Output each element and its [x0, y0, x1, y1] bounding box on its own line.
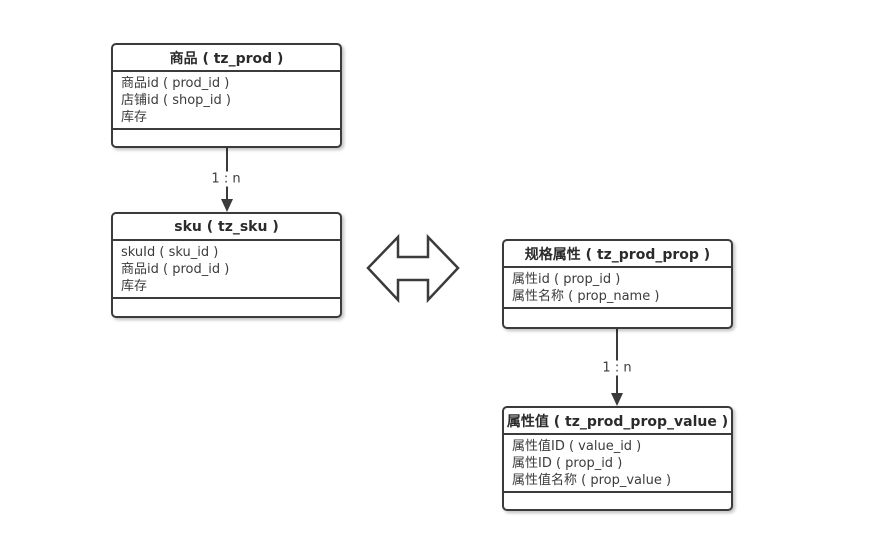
entity-title-sku: sku ( tz_sku ) — [113, 214, 340, 241]
entity-table-prod-prop: 规格属性 ( tz_prod_prop ) 属性id ( prop_id ) 属… — [502, 239, 733, 329]
attr-row: 库存 — [121, 279, 148, 294]
attr-row: 商品id ( prod_id ) — [121, 76, 230, 91]
attr-row: 属性值名称 ( prop_value ) — [512, 473, 672, 488]
entity-table-prod-prop-value: 属性值 ( tz_prod_prop_value ) 属性值ID ( value… — [502, 406, 733, 511]
attr-row: skuId ( sku_id ) — [121, 245, 219, 260]
entity-title-prod-prop-value: 属性值 ( tz_prod_prop_value ) — [504, 408, 731, 435]
entity-footer-prod-prop-value — [504, 493, 731, 518]
arrowhead-prod-to-sku-icon — [221, 199, 233, 212]
entity-footer-prod — [113, 130, 340, 155]
attr-row: 属性值ID ( value_id ) — [512, 439, 642, 454]
entity-footer-sku — [113, 299, 340, 324]
entity-table-prod: 商品 ( tz_prod ) 商品id ( prod_id ) 店铺id ( s… — [111, 43, 342, 148]
arrowhead-prop-to-propvalue-icon — [611, 393, 623, 406]
entity-attrs-prod: 商品id ( prod_id ) 店铺id ( shop_id ) 库存 — [113, 72, 340, 130]
left-right-double-arrow-icon — [366, 233, 460, 304]
attr-row: 库存 — [121, 110, 148, 125]
attr-row: 属性名称 ( prop_name ) — [512, 289, 660, 304]
attr-row: 店铺id ( shop_id ) — [121, 93, 231, 108]
entity-table-sku: sku ( tz_sku ) skuId ( sku_id ) 商品id ( p… — [111, 212, 342, 318]
relation-cardinality-label: 1 : n — [208, 171, 244, 187]
entity-attrs-prod-prop-value: 属性值ID ( value_id ) 属性ID ( prop_id ) 属性值名… — [504, 435, 731, 493]
entity-attrs-prod-prop: 属性id ( prop_id ) 属性名称 ( prop_name ) — [504, 268, 731, 309]
entity-attrs-sku: skuId ( sku_id ) 商品id ( prod_id ) 库存 — [113, 241, 340, 299]
attr-row: 属性ID ( prop_id ) — [512, 456, 623, 471]
entity-title-prod: 商品 ( tz_prod ) — [113, 45, 340, 72]
attr-row: 属性id ( prop_id ) — [512, 272, 621, 287]
relation-cardinality-label: 1 : n — [599, 360, 635, 376]
entity-footer-prod-prop — [504, 309, 731, 334]
attr-row: 商品id ( prod_id ) — [121, 262, 230, 277]
entity-title-prod-prop: 规格属性 ( tz_prod_prop ) — [504, 241, 731, 268]
